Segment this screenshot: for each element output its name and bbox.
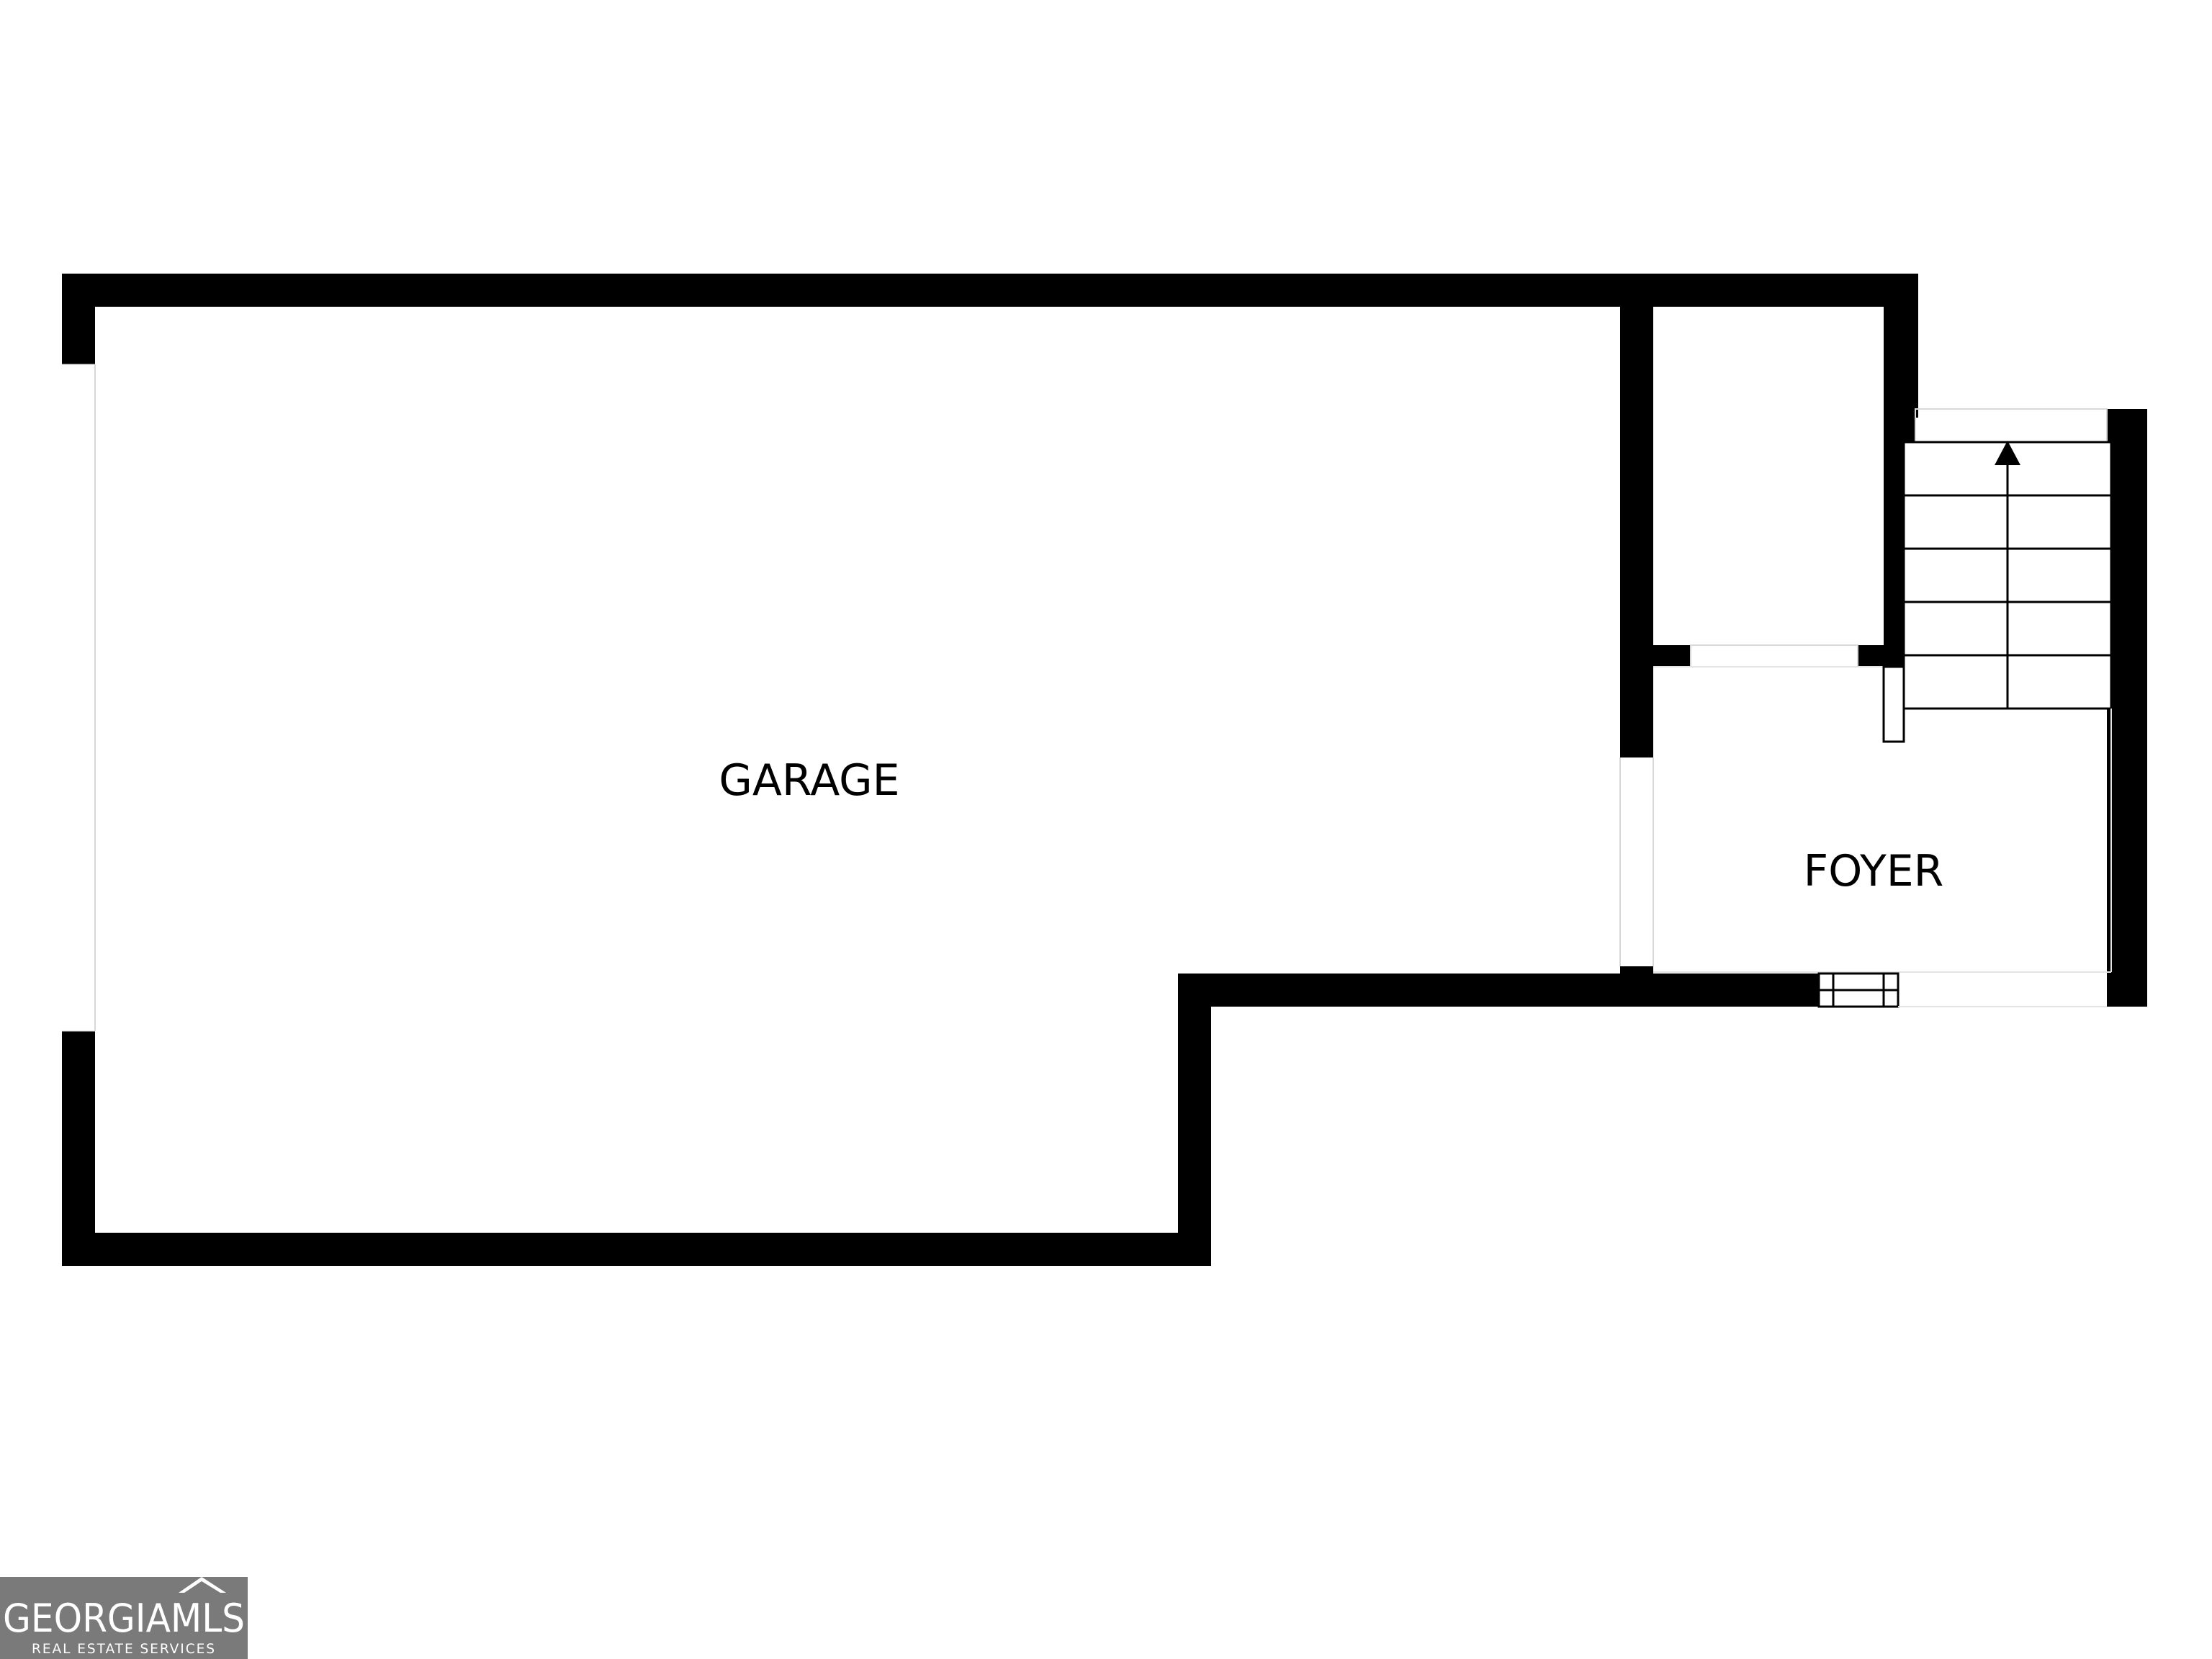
- wall-top: [62, 274, 1918, 307]
- wall-bottom: [62, 1233, 1211, 1266]
- foyer-walls: [1904, 409, 2147, 1007]
- stair-post: [1882, 665, 1905, 743]
- divider-walls: [1620, 274, 1653, 1007]
- wall-closet-right: [1884, 274, 1918, 418]
- wall-closet-bottom-right: [1858, 645, 1904, 667]
- wall-divider-lower: [1620, 966, 1653, 1007]
- garage-walls: [62, 274, 1918, 1266]
- foyer-outline: [1653, 666, 2112, 973]
- georgiamls-logo: GEORGIAMLS REAL ESTATE SERVICES: [0, 1577, 248, 1659]
- logo-brand-text: GEORGIAMLS: [3, 1596, 245, 1641]
- garage-door-opening: [62, 364, 96, 1032]
- wall-middle-horizontal: [1178, 974, 1819, 1007]
- stair-top-opening: [1915, 408, 2108, 443]
- wall-left-upper: [62, 274, 95, 364]
- garage-foyer-door-opening: [1619, 757, 1654, 966]
- logo-tagline-text: REAL ESTATE SERVICES: [32, 1641, 216, 1657]
- logo-background: [0, 1577, 248, 1659]
- room-label-garage: GARAGE: [719, 755, 899, 806]
- wall-left-lower: [62, 1031, 95, 1266]
- wall-foyer-right: [2107, 409, 2147, 1007]
- closet-door-opening: [1690, 644, 1858, 667]
- wall-step-vertical: [1178, 974, 1211, 1266]
- wall-stair-top-left: [1904, 409, 1915, 442]
- wall-divider-upper: [1620, 274, 1653, 757]
- arrow-up-icon: [1995, 441, 2020, 465]
- room-label-foyer: FOYER: [1804, 846, 1944, 896]
- entry-door: [1817, 972, 1899, 1008]
- staircase: [1902, 441, 2113, 710]
- logo-roof-mark: [179, 1577, 226, 1593]
- wall-closet-bottom-left: [1620, 645, 1691, 667]
- closet-walls: [1620, 274, 1918, 667]
- wall-closet-right-lower: [1884, 418, 1904, 667]
